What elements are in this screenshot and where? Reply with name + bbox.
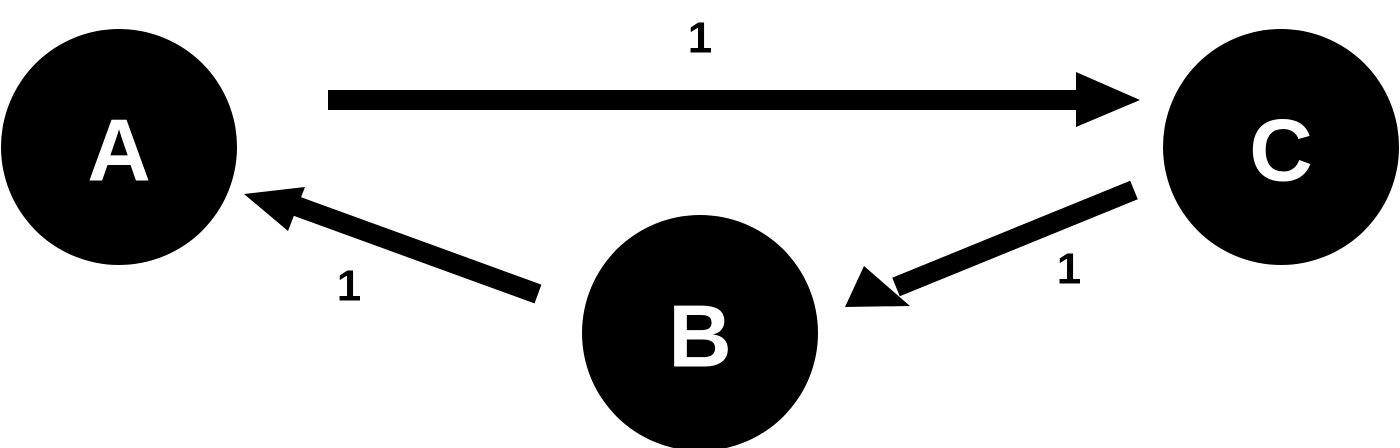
- node-c-circle: [1163, 29, 1399, 265]
- edge-b-to-a-weight: 1: [337, 262, 361, 311]
- node-b-label: B: [668, 287, 732, 386]
- edge-c-to-b-line: [892, 180, 1138, 297]
- edge-c-to-b-arrowhead: [845, 266, 910, 307]
- edge-b-to-a: [244, 187, 542, 304]
- edge-a-to-c-arrowhead: [1076, 72, 1140, 127]
- edge-a-to-c-weight: 1: [688, 14, 712, 63]
- node-a-label: A: [87, 101, 151, 200]
- edge-c-to-b-weight: 1: [1057, 245, 1081, 294]
- edge-a-to-c: [328, 72, 1140, 127]
- edge-c-to-b: [845, 180, 1138, 307]
- node-a: A: [1, 29, 237, 265]
- node-c: C: [1163, 29, 1399, 265]
- node-b-circle: [582, 215, 818, 448]
- edge-b-to-a-arrowhead: [244, 187, 305, 231]
- node-b: B: [582, 215, 818, 448]
- node-c-label: C: [1249, 101, 1313, 200]
- node-a-circle: [1, 29, 237, 265]
- edge-b-to-a-line: [281, 192, 542, 304]
